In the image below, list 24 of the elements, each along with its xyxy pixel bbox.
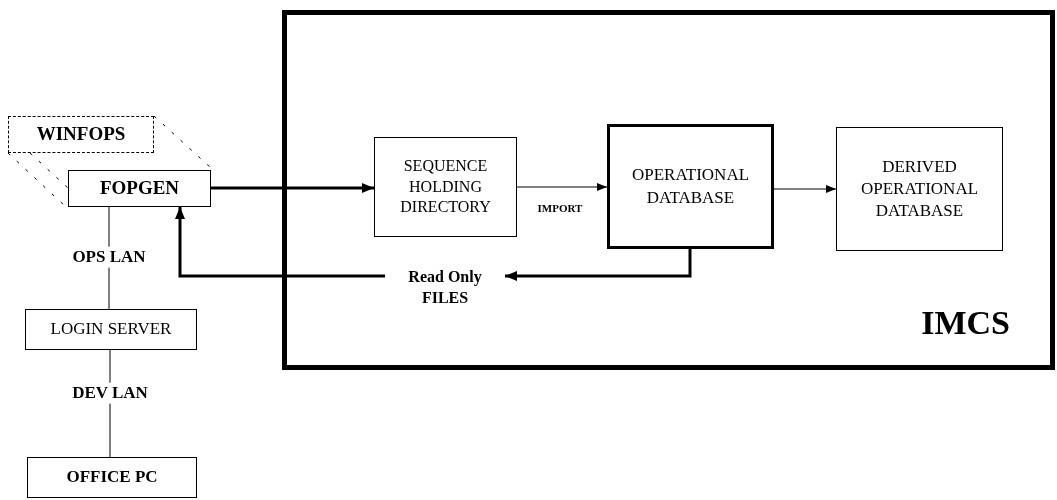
edge-label: DEV LAN (70, 382, 150, 404)
arrow (773, 185, 837, 193)
node-label: DERIVED OPERATIONAL DATABASE (859, 155, 980, 223)
system-title: IMCS (921, 302, 1010, 343)
database-box (607, 124, 774, 249)
node-label: SEQUENCE HOLDING DIRECTORY (399, 155, 492, 218)
node-label: OFFICE PC (66, 466, 158, 489)
dashed-box (8, 116, 154, 153)
arrow (505, 249, 692, 281)
database-box (836, 127, 1003, 251)
node-label: FOPGEN (99, 176, 180, 201)
computer-box (27, 457, 197, 498)
process-box (68, 170, 211, 207)
arrow (175, 207, 385, 278)
edge-label: OPS LAN (70, 246, 148, 268)
arrow (211, 183, 374, 193)
system-boundary-box (282, 10, 1055, 370)
arrow (516, 183, 608, 191)
node-label: OPERATIONAL DATABASE (630, 164, 751, 209)
node-label: Read Only FILES (407, 267, 483, 308)
server-box (25, 309, 197, 350)
node-label: WINFOPS (36, 122, 126, 147)
node-label: LOGIN SERVER (50, 318, 172, 341)
process-box (374, 137, 517, 237)
